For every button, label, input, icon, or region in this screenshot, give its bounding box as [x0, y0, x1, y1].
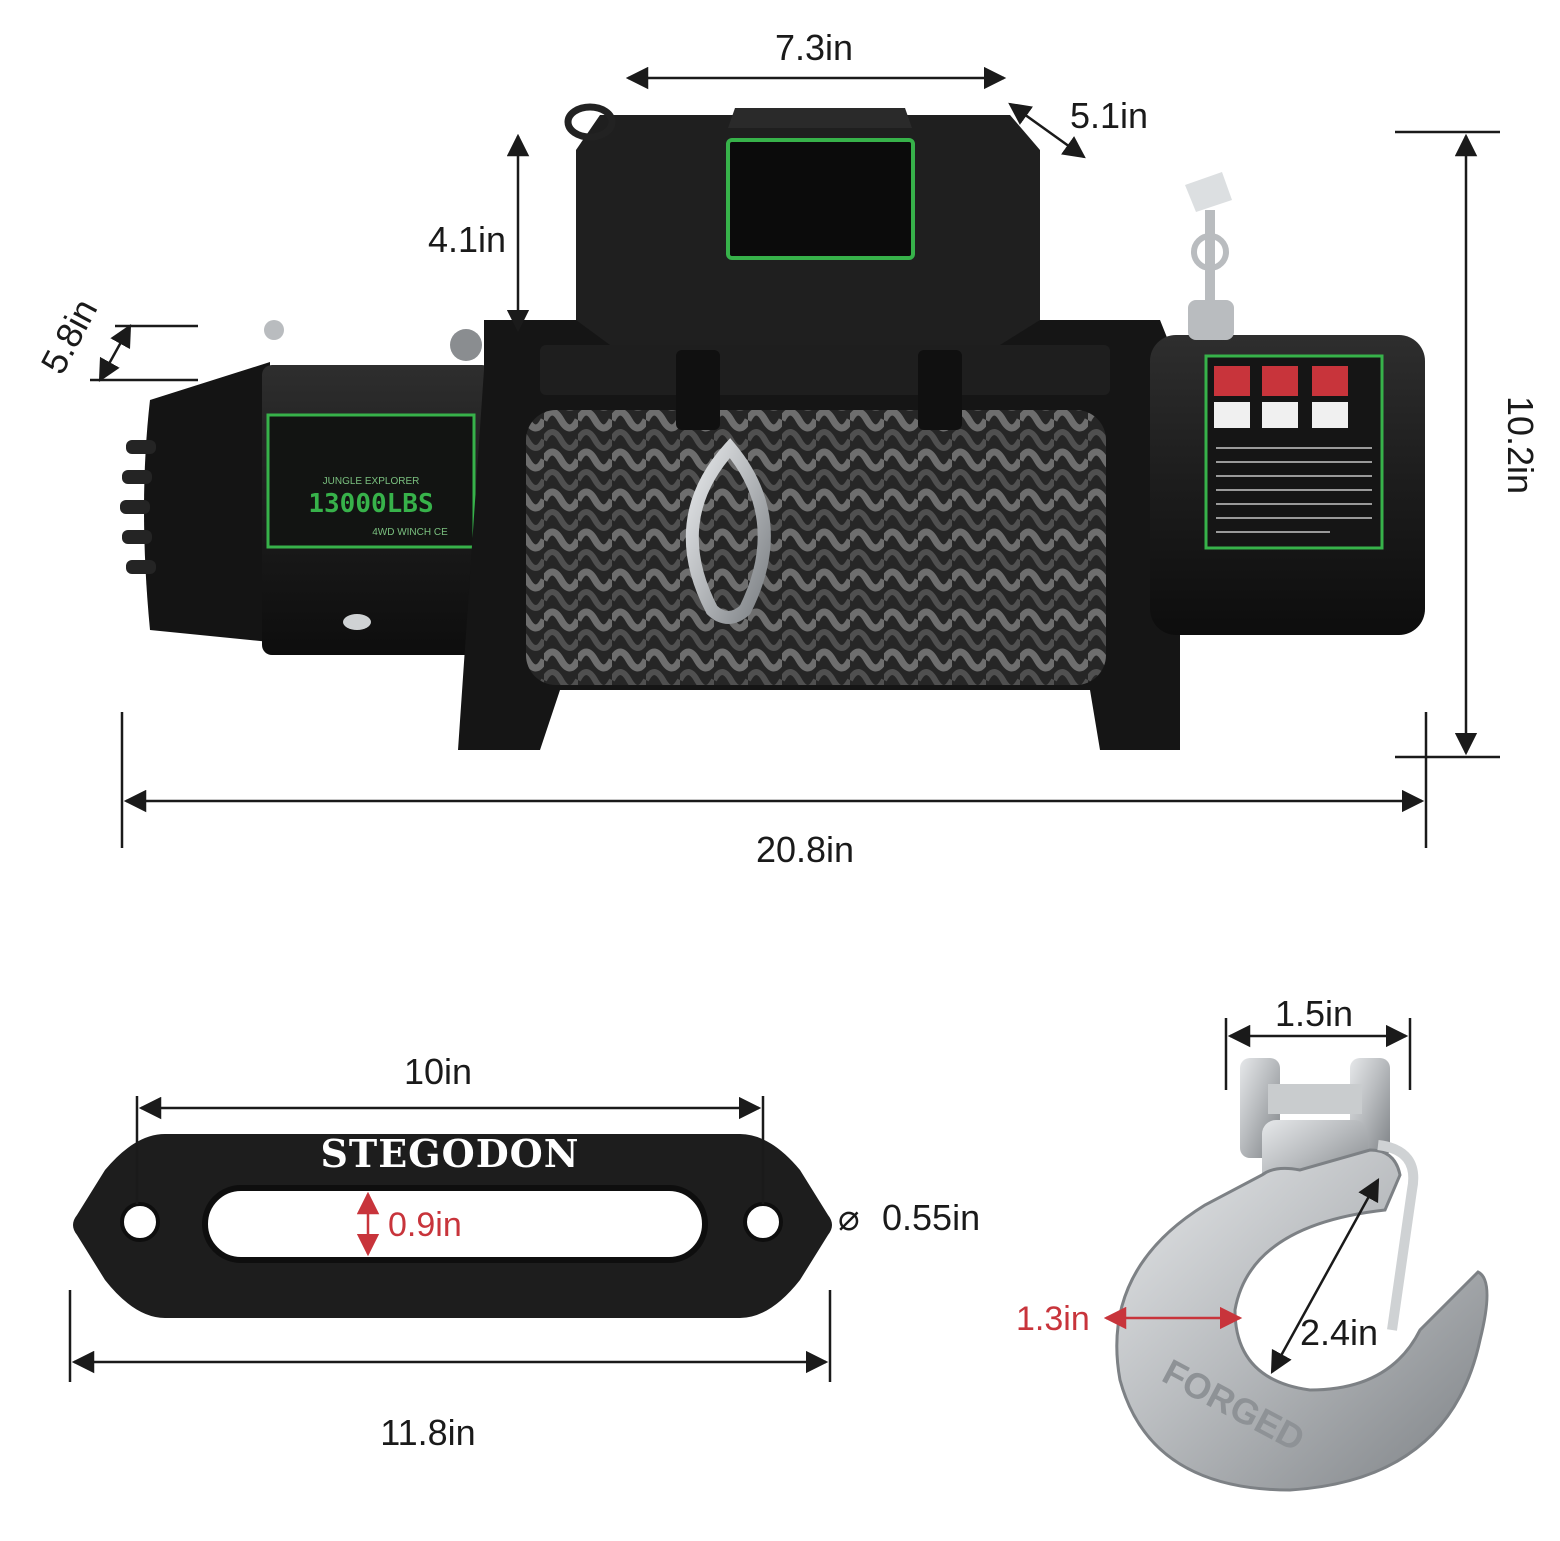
winch-bolt-icon: [343, 614, 371, 630]
fairlead: STEGODON: [73, 1131, 832, 1318]
winch-model-text: JUNGLE EXPLORER: [323, 476, 420, 487]
dim-hole-spacing: 10in: [404, 1051, 472, 1092]
winch-rope-drum: [526, 410, 1106, 685]
dim-top-width: 7.3in: [775, 27, 853, 68]
dim-line-depth: [1008, 102, 1086, 159]
fairlead-hole-left: [120, 1202, 160, 1242]
warning-text-lines: [1216, 447, 1372, 533]
winch-tie-clip-right: [918, 350, 962, 430]
dim-throat: 1.3in: [1016, 1300, 1090, 1338]
clutch-lever-icon: [1185, 172, 1234, 340]
winch-terminal-left: [264, 320, 284, 340]
dim-diameter-symbol: ⌀: [838, 1197, 860, 1238]
dim-depth: 5.1in: [1070, 95, 1148, 136]
dim-total-length: 20.8in: [756, 829, 854, 870]
winch-tie-bar: [540, 345, 1110, 395]
winch-sub-text: 4WD WINCH CE: [372, 527, 448, 538]
warning-pictogram-1: [1214, 402, 1250, 428]
hook-latch-icon: [1377, 1140, 1419, 1331]
fairlead-hole-right: [743, 1202, 783, 1242]
winch-terminal-mid: [450, 329, 482, 361]
dim-opening: 2.4in: [1300, 1312, 1378, 1353]
fairlead-slot: [202, 1185, 708, 1263]
dim-fairlead-length: 11.8in: [380, 1412, 475, 1453]
warning-pictogram-2: [1262, 402, 1298, 428]
warning-icon-2: [1262, 366, 1298, 396]
dim-control-height: 4.1in: [428, 219, 506, 260]
winch-tie-clip-left: [676, 350, 720, 430]
winch-capacity-text: 13000LBS: [308, 489, 433, 519]
winch-capacity-label: JUNGLE EXPLORER 13000LBS 4WD WINCH CE: [266, 413, 476, 549]
dim-total-height: 10.2in: [1500, 396, 1541, 494]
winch-dimensions: 7.3in 5.1in 4.1in 5.8in 10.2in 20.8in: [33, 27, 1541, 870]
warning-icon-1: [1214, 366, 1250, 396]
warning-icon-3: [1312, 366, 1348, 396]
hook-body-icon: [1115, 1148, 1489, 1492]
dim-clevis-width: 1.5in: [1275, 993, 1353, 1034]
fairlead-dimensions: 10in 0.9in ⌀ 0.55in 11.8in: [68, 1051, 980, 1453]
dim-line-drum-diameter: [98, 324, 132, 382]
dim-line-opening: [1270, 1178, 1380, 1374]
thimble-icon: [685, 438, 771, 624]
dim-drum-diameter: 5.8in: [33, 292, 106, 380]
winch-left-cap: [120, 362, 270, 642]
dim-slot-height: 0.9in: [388, 1206, 462, 1244]
dim-hole-diameter: 0.55in: [882, 1197, 980, 1238]
fairlead-brand-text: STEGODON: [320, 1131, 579, 1176]
winch: JUNGLE EXPLORER 13000LBS 4WD WINCH CE: [120, 103, 1425, 750]
hook-dimensions: 1.5in 1.3in 2.4in: [1016, 993, 1412, 1374]
winch-control-box: [564, 103, 1040, 345]
clevis-hook: FORGED: [1115, 1058, 1489, 1492]
warning-pictogram-3: [1312, 402, 1348, 428]
